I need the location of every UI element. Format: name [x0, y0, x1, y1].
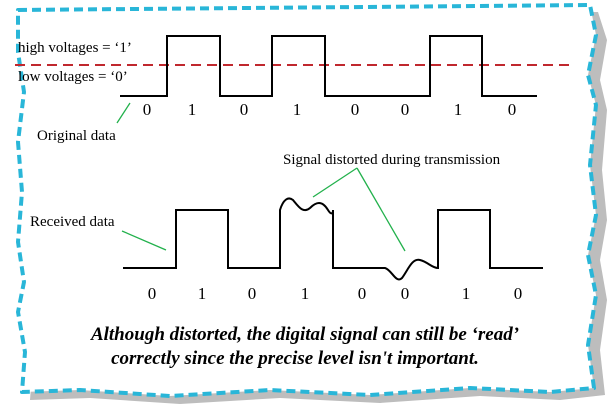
received-bit: 1: [301, 284, 310, 303]
original-bit: 0: [143, 100, 152, 119]
pointer-received-data: [121, 230, 167, 251]
original-bit: 1: [188, 100, 197, 119]
original-bit: 1: [293, 100, 302, 119]
pointer-original-data: [116, 102, 131, 124]
low-voltages-label: low voltages = ‘0’: [18, 69, 128, 85]
received-bit: 0: [514, 284, 523, 303]
received-bit: 0: [401, 284, 410, 303]
caption-line-1: Although distorted, the digital signal c…: [90, 324, 519, 345]
received-bit: 0: [248, 284, 257, 303]
received-bit: 0: [148, 284, 157, 303]
original-bit: 1: [454, 100, 463, 119]
original-bit: 0: [351, 100, 360, 119]
caption-line-2: correctly since the precise level isn't …: [111, 348, 479, 369]
received-data-label: Received data: [30, 214, 115, 230]
original-bit: 0: [508, 100, 517, 119]
received-bit: 0: [358, 284, 367, 303]
received-bit: 1: [198, 284, 207, 303]
received-bit: 1: [462, 284, 471, 303]
high-voltages-label: high voltages = ‘1’: [18, 40, 132, 56]
pointer-distortion-peak: [312, 167, 358, 198]
card-border: [16, 3, 598, 398]
signal-distorted-label: Signal distorted during transmission: [283, 152, 501, 168]
original-signal-waveform: [120, 35, 537, 97]
original-bit: 0: [240, 100, 249, 119]
original-bit: 0: [401, 100, 410, 119]
pointer-distortion-dip: [356, 167, 406, 252]
original-data-label: Original data: [37, 128, 116, 144]
received-signal-waveform: [123, 197, 543, 281]
